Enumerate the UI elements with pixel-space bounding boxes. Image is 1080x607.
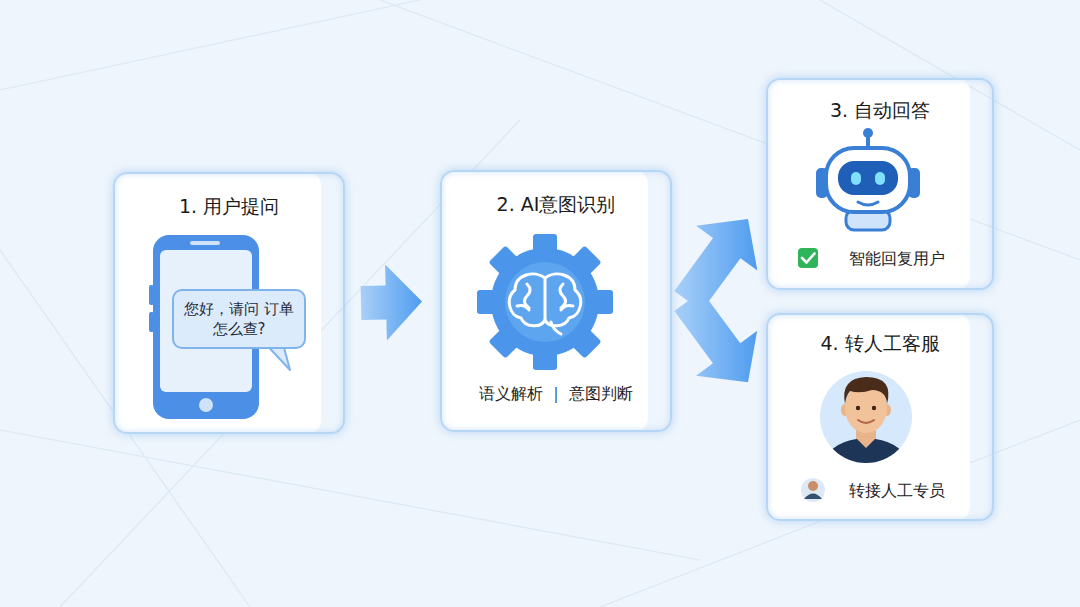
step-card: 3. 自动回答智能回复用户	[766, 78, 994, 290]
step-title: 4. 转人工客服	[768, 331, 992, 357]
agent-avatar	[820, 371, 912, 470]
flow-arrow	[361, 264, 422, 340]
step-note: 语义解析 ｜ 意图判断	[442, 384, 670, 405]
step-card: 4. 转人工客服转接人工专员	[766, 313, 994, 521]
step-note: 转接人工专员	[768, 481, 992, 502]
step-note: 智能回复用户	[768, 249, 992, 270]
step-card: 2. AI意图识别语义解析 ｜ 意图判断	[440, 170, 672, 432]
card-fills	[113, 78, 970, 521]
bubble-text: 您好，请问 订单怎么查?	[182, 299, 296, 340]
robot-icon	[816, 128, 920, 230]
step-title: 1. 用户提问	[115, 194, 343, 220]
person-icon	[801, 478, 825, 502]
gear-brain-icon	[477, 234, 613, 370]
step-title: 2. AI意图识别	[442, 192, 670, 218]
flow-arrow	[674, 291, 757, 382]
flow-arrow	[674, 219, 757, 311]
check-icon	[798, 248, 818, 268]
speech-bubble: 您好，请问 订单怎么查?	[172, 289, 306, 349]
step-title: 3. 自动回答	[768, 98, 992, 124]
step-card: 您好，请问 订单怎么查? 1. 用户提问	[113, 172, 345, 434]
